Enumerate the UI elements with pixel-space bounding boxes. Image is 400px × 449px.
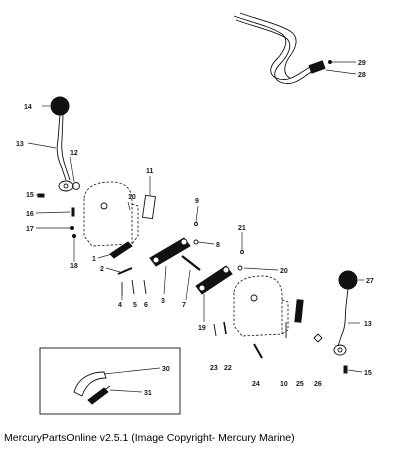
callout-23: 23 <box>210 365 218 372</box>
callout-8: 8 <box>216 242 220 249</box>
callout-4: 4 <box>118 302 122 309</box>
lower-control-housing <box>233 275 289 337</box>
callout-31: 31 <box>144 390 152 397</box>
small-hardware-center <box>117 222 244 296</box>
callout-1: 1 <box>92 256 96 263</box>
lever-1 <box>109 241 133 259</box>
wiring-harness <box>233 12 332 84</box>
callout-15-lower: 15 <box>364 370 372 377</box>
callout-30: 30 <box>162 366 170 373</box>
callout-25: 25 <box>296 381 304 388</box>
callout-16: 16 <box>26 211 34 218</box>
small-hardware-lower <box>213 299 323 359</box>
callout-28: 28 <box>358 72 366 79</box>
exploded-parts-diagram: 14 13 12 15 16 17 18 1 2 10 11 9 8 4 5 6… <box>16 12 374 415</box>
callout-12: 12 <box>70 150 78 157</box>
callout-13-upper: 13 <box>16 141 24 148</box>
inset-detail-box <box>39 347 181 415</box>
leader-lines <box>27 61 364 393</box>
callout-7: 7 <box>182 302 186 309</box>
callout-26: 26 <box>314 381 322 388</box>
rod-7 <box>181 255 201 271</box>
callout-11: 11 <box>146 168 154 175</box>
lower-control-handle <box>333 270 358 374</box>
callout-24: 24 <box>252 381 260 388</box>
second-linkage-arm <box>195 265 233 295</box>
upper-control-handle <box>50 96 74 192</box>
callout-19: 19 <box>198 325 206 332</box>
part-11-block <box>142 194 156 220</box>
callout-10-lower: 10 <box>280 381 288 388</box>
callout-14: 14 <box>24 104 32 111</box>
callout-2: 2 <box>100 266 104 273</box>
callout-9: 9 <box>195 198 199 205</box>
callout-15-upper: 15 <box>26 192 34 199</box>
callout-21: 21 <box>238 225 246 232</box>
linkage-arm <box>149 237 191 267</box>
callout-20: 20 <box>280 268 288 275</box>
callout-13-lower: 13 <box>364 321 372 328</box>
callout-3: 3 <box>161 298 165 305</box>
small-hardware-upper <box>37 182 80 238</box>
callout-10-upper: 10 <box>128 194 136 201</box>
callout-5: 5 <box>133 302 137 309</box>
callout-17: 17 <box>26 226 34 233</box>
callout-6: 6 <box>144 302 148 309</box>
callout-labels: 14 13 12 15 16 17 18 1 2 10 11 9 8 4 5 6… <box>16 60 374 397</box>
callout-18: 18 <box>70 263 78 270</box>
callout-27: 27 <box>366 278 374 285</box>
callout-29: 29 <box>358 60 366 67</box>
copyright-caption: MercuryPartsOnline v2.5.1 (Image Copyrig… <box>4 432 295 444</box>
callout-22: 22 <box>224 365 232 372</box>
upper-control-housing <box>83 181 139 247</box>
